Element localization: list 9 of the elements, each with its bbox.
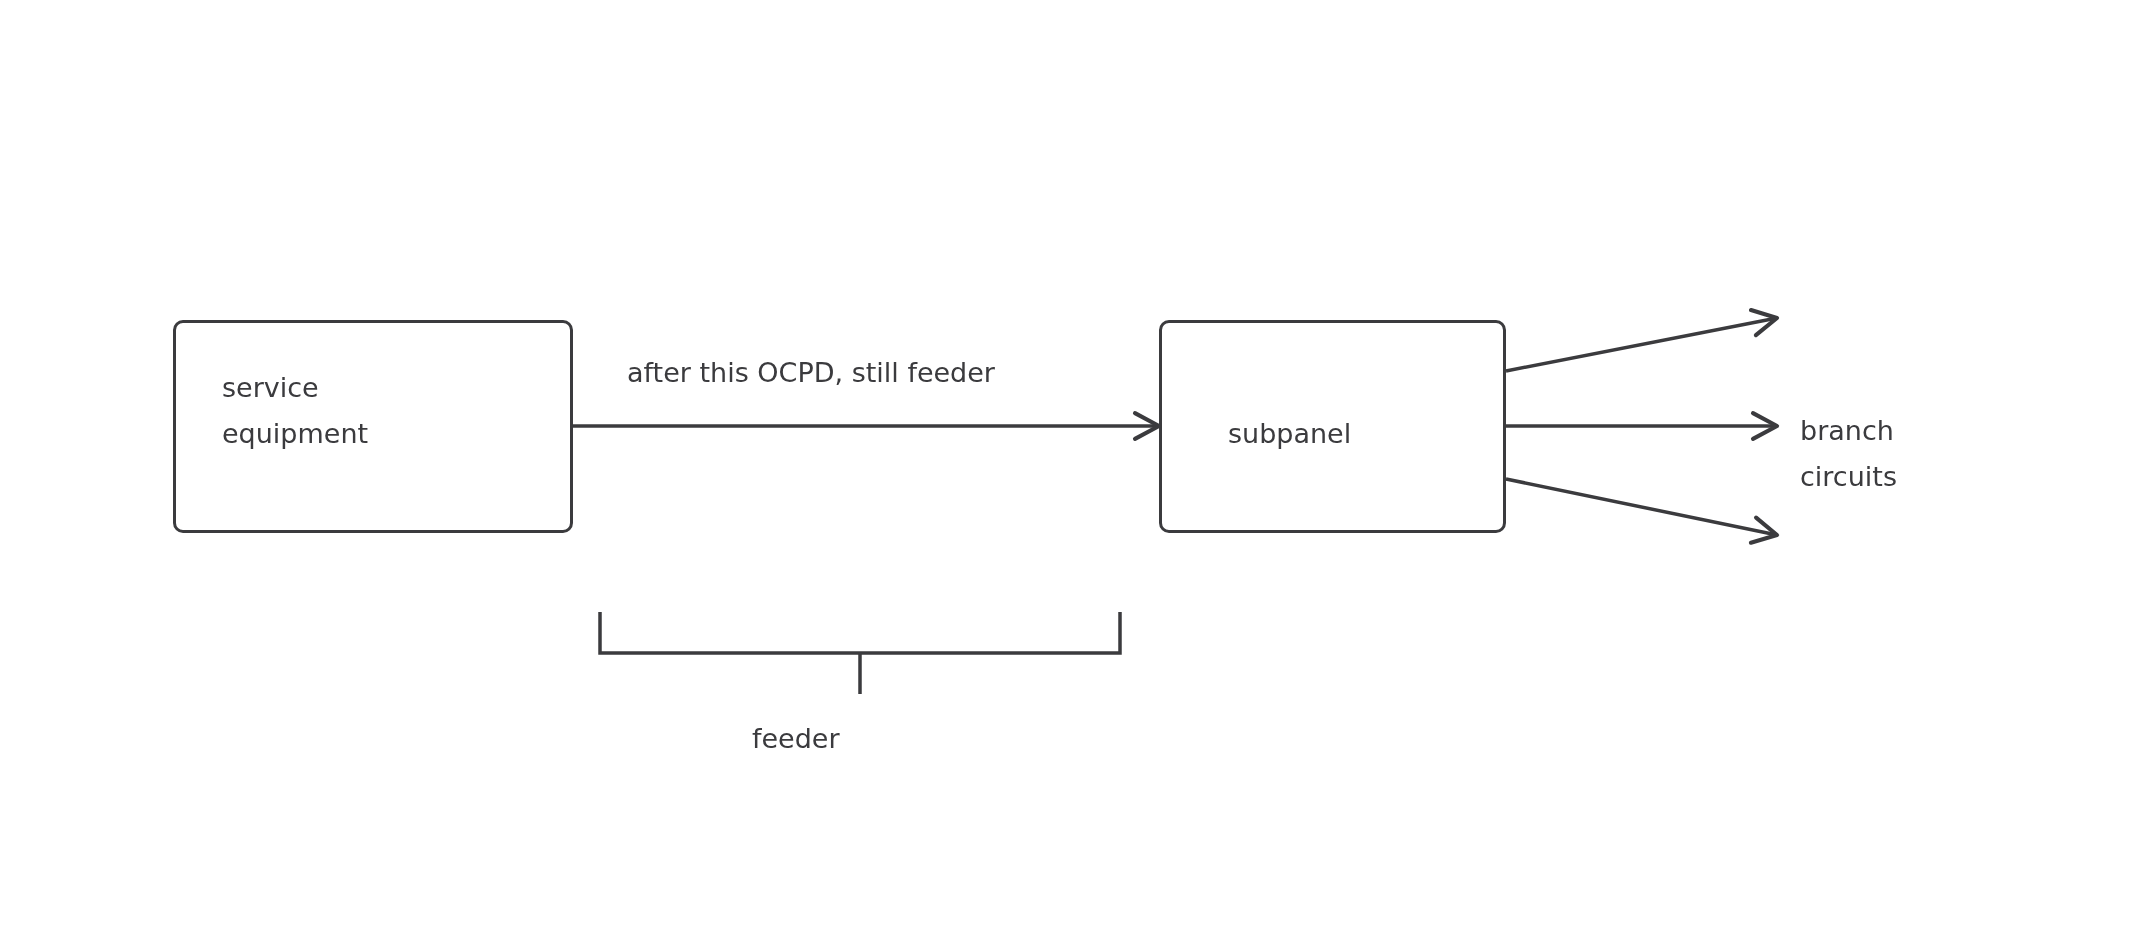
node-label: service equipment: [222, 371, 370, 451]
arrow: [1505, 477, 1780, 545]
arrow: [1505, 307, 1780, 373]
node-label: subpanel: [1228, 417, 1353, 451]
node-label: branch circuits: [1800, 414, 1898, 494]
panel-box: [173, 320, 573, 533]
arrow: [1506, 411, 1780, 441]
panel-box: [1159, 320, 1506, 533]
label: feeder: [752, 722, 841, 756]
